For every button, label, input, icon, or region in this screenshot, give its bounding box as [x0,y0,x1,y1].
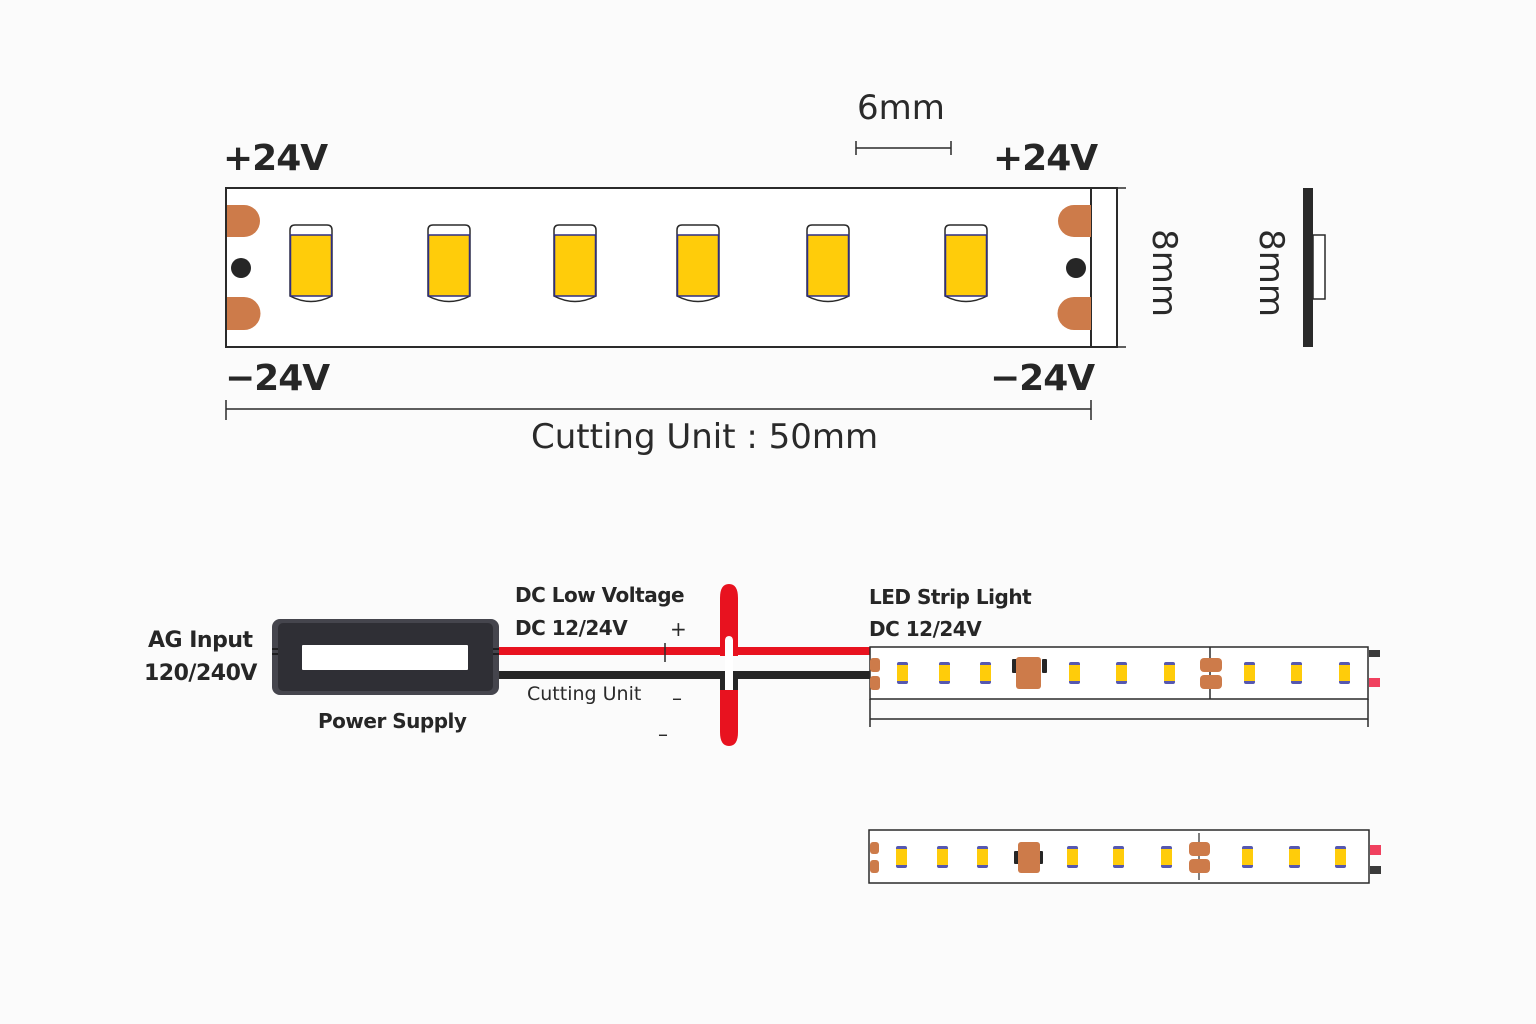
positive-voltage-label-right: +24V [993,138,1098,179]
dc-low-voltage-label: DC Low Voltage [515,583,685,607]
led-strip-voltage-label: DC 12/24V [869,617,982,641]
negative-voltage-label-left: −24V [225,358,330,399]
small-leds-cut [896,846,1346,868]
cutting-unit-dimension-line [225,400,1092,420]
led-chip-icon [427,224,471,303]
ac-input-voltage-label: 120/240V [144,661,257,686]
led-chip-icon [289,224,333,303]
strip-side-profile [1303,188,1326,347]
negative-voltage-label-right: −24V [990,358,1095,399]
top-led-strip [225,187,1126,348]
led-pitch-label: 6mm [857,88,945,128]
ac-input-label: AG Input [148,628,253,653]
negative-sign: – [672,686,682,710]
dc-voltage-label: DC 12/24V [515,616,628,640]
cutting-unit-length-label: Cutting Unit : 50mm [531,417,879,457]
power-supply-unit [272,619,499,695]
cut-marker-icon [720,584,738,746]
led-strip-light-label: LED Strip Light [869,585,1032,609]
top-leds [289,224,988,303]
dc-wires [499,643,870,679]
positive-sign: + [670,617,687,641]
profile-width-label: 8mm [1250,229,1291,317]
led-chip-icon [806,224,850,303]
small-leds [897,662,1350,684]
led-chip-icon [944,224,988,303]
led-chip-icon [553,224,597,303]
pitch-dimension-line [855,141,952,155]
right-solder-pads [1057,205,1091,330]
power-supply-label: Power Supply [318,709,467,733]
cutting-unit-label: Cutting Unit [527,683,642,705]
cut-led-strip-segment [868,829,1381,884]
positive-voltage-label-left: +24V [223,138,328,179]
left-solder-pads [227,205,261,330]
led-chip-icon [676,224,720,303]
strip-width-label: 8mm [1143,229,1184,317]
right-hole-icon [1066,258,1086,278]
negative-sign-secondary: – [658,722,668,746]
left-hole-icon [231,258,251,278]
connected-led-strip [869,646,1380,727]
